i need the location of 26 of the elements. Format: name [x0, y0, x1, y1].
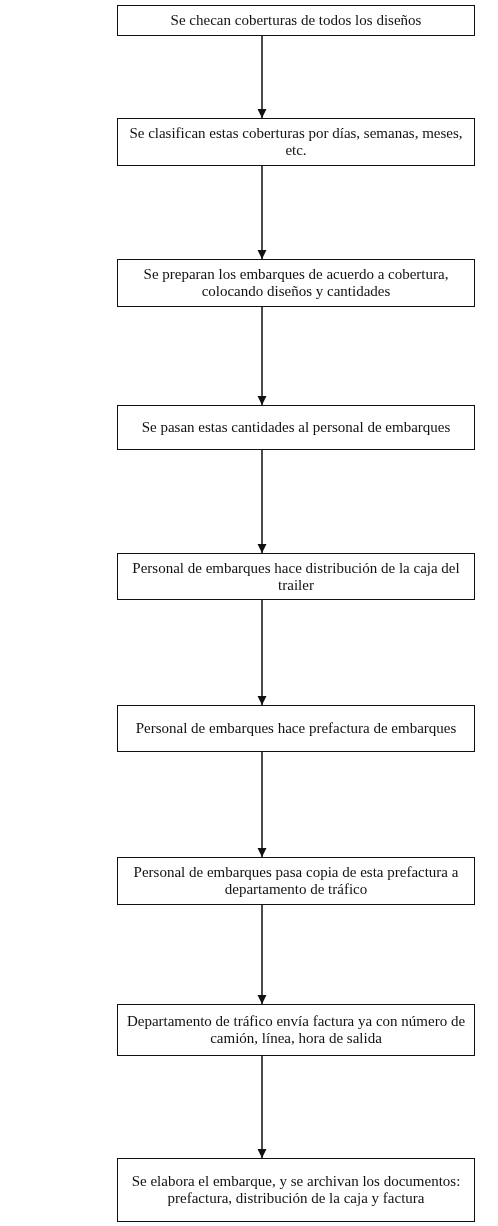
step-text: Se preparan los embarques de acuerdo a cobertura, colocando diseños y cantidades: [142, 266, 450, 300]
process-box: [117, 553, 475, 600]
process-box: [117, 857, 475, 905]
process-box: [117, 118, 475, 166]
arrow: [257, 165, 267, 260]
process-box: [117, 1004, 475, 1056]
step-text: Se elabora el embarque, y se archivan los documentos: prefactura, distribución de la caja y factura: [130, 1173, 462, 1207]
step-text: Se pasan estas cantidades al personal de embarques: [141, 419, 451, 436]
arrow: [257, 599, 267, 706]
process-box: [117, 259, 475, 307]
arrow: [257, 751, 267, 858]
step-text: Se checan coberturas de todos los diseños: [170, 12, 422, 29]
arrow: [257, 306, 267, 406]
process-box: [117, 5, 475, 36]
step-text: Personal de embarques pasa copia de esta prefactura a departamento de tráfico: [132, 864, 460, 898]
step-text: Departamento de tráfico envía factura ya con número de camión, línea, hora de salida: [125, 1013, 467, 1047]
step-text: Personal de embarques hace distribución de la caja del trailer: [131, 559, 461, 594]
arrow: [257, 35, 267, 119]
process-box: [117, 1158, 475, 1222]
process-box: [117, 705, 475, 752]
arrow: [257, 449, 267, 554]
process-box: [117, 405, 475, 450]
step-text: Personal de embarques hace prefactura de embarques: [135, 720, 457, 737]
step-text: Se clasifican estas coberturas por días, semanas, meses, etc.: [128, 125, 464, 159]
arrow: [257, 904, 267, 1005]
arrow: [257, 1055, 267, 1159]
